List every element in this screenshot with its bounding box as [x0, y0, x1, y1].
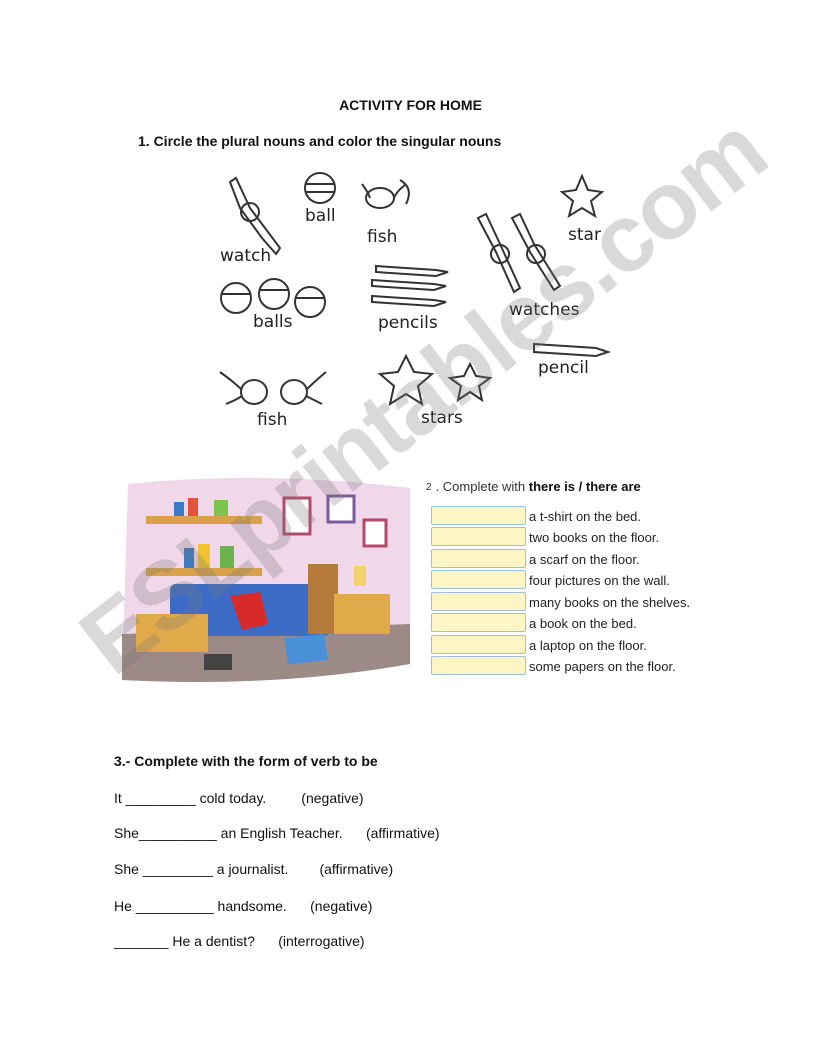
answer-box-6[interactable]: [431, 613, 526, 632]
ball-icon: [304, 172, 336, 204]
exercise-line-5: _______ He a dentist? (interrogative): [114, 933, 365, 949]
answer-box-7[interactable]: [431, 635, 526, 654]
question-2-heading: 2. Complete with there is / there are: [426, 479, 641, 494]
sentence-7: a laptop on the floor.: [529, 638, 647, 653]
answer-box-4[interactable]: [431, 570, 526, 589]
question-3-heading: 3.- Complete with the form of verb to be: [114, 753, 378, 769]
fish-pair-icon: [219, 371, 327, 405]
label-pencils: pencils: [378, 313, 438, 333]
sentence-5: many books on the shelves.: [529, 595, 691, 610]
answer-box-3[interactable]: [431, 549, 526, 568]
sentence-6: a book on the bed.: [529, 616, 637, 631]
sentence-4: four pictures on the wall.: [529, 573, 670, 588]
answer-box-2[interactable]: [431, 527, 526, 546]
answer-box-1[interactable]: [431, 506, 526, 525]
label-fish: fish: [367, 227, 398, 247]
exercise-line-3: She _________ a journalist. (affirmative…: [114, 861, 394, 877]
bedroom-illustration: [122, 477, 410, 682]
label-watches: watches: [509, 300, 580, 320]
pencil-icon: [533, 342, 612, 358]
question-2-emphasis: there is / there are: [528, 479, 641, 494]
sentence-2: two books on the floor.: [529, 530, 660, 545]
label-fish-plural: fish: [257, 410, 288, 430]
watches-icon: [476, 212, 562, 294]
star-icon: [559, 173, 605, 219]
question-2-number: 2: [426, 482, 432, 494]
fish-icon: [361, 179, 410, 209]
question-1-heading: 1. Circle the plural nouns and color the…: [138, 133, 502, 149]
balls-icon: [220, 278, 326, 318]
label-ball: ball: [305, 206, 336, 226]
page-title: ACTIVITY FOR HOME: [339, 97, 482, 113]
label-pencil: pencil: [538, 358, 589, 378]
sentence-8: some papers on the floor.: [529, 659, 676, 674]
pencils-icon: [371, 264, 449, 308]
exercise-line-1: It _________ cold today. (negative): [114, 790, 364, 806]
label-watch: watch: [220, 246, 272, 266]
exercise-line-2: She__________ an English Teacher. (affir…: [114, 825, 440, 841]
answer-box-8[interactable]: [431, 656, 526, 675]
label-star: star: [568, 225, 601, 245]
exercise-line-4: He __________ handsome. (negative): [114, 898, 373, 914]
label-stars: stars: [421, 408, 463, 428]
sentence-3: a scarf on the floor.: [529, 552, 640, 567]
question-2-prefix: . Complete with: [435, 479, 526, 494]
watch-icon: [228, 176, 282, 256]
sentence-1: a t-shirt on the bed.: [529, 509, 642, 524]
answer-box-5[interactable]: [431, 592, 526, 611]
nouns-illustration: [219, 172, 612, 407]
label-balls: balls: [253, 312, 293, 332]
stars-icon: [377, 353, 493, 407]
